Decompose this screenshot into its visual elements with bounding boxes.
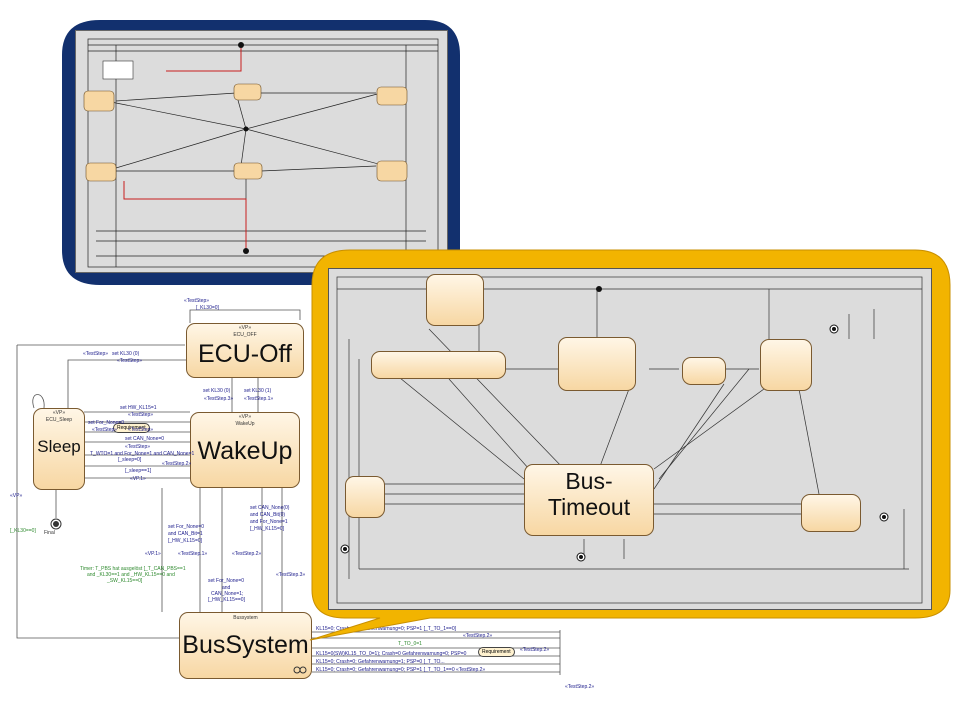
state-id: Bussystem [233,615,258,621]
transition-label: «TestStep» [117,358,143,364]
transition-label: [_sleep=0] [118,457,142,463]
state-label: WakeUp [197,437,293,465]
transition-label: [_KL30==0] [10,528,36,534]
detail-state[interactable] [558,337,636,391]
transition-label: «TestStep.2» [565,684,595,690]
final-label: Final [44,530,55,536]
state-ecu-off[interactable]: «VP» ECU_OFF ECU-Off [186,323,304,378]
transition-label: set KL30 (1) [244,388,272,394]
transition-label: and For_None=1 [250,519,288,525]
transition-label: «TestStep.2» [520,647,550,653]
state-bussystem[interactable]: Bussystem BusSystem [179,612,312,679]
state-id: ECU_OFF [233,332,257,338]
transition-label: set CAN_None(0) [250,505,290,511]
detail-state[interactable] [682,357,726,385]
state-bus-timeout[interactable]: Bus- Timeout [524,464,654,536]
state-wakeup[interactable]: «VP» WakeUp WakeUp [190,412,300,488]
transition-label: set KL30 (0) [112,351,140,357]
detail-state[interactable] [371,351,506,379]
transition-label: [_KL30=0] [196,305,219,311]
transition-label: and _KL30==1 and _HW_KL15==0 and [87,572,175,578]
transition-label: «TestStep.3» [276,572,306,578]
state-stereotype: «VP» [238,414,252,420]
state-label: ECU-Off [198,340,292,368]
transition-label: «TestStep.3» [204,396,234,402]
transition-label: «TestStep» [128,412,154,418]
mini-statechart [83,38,439,268]
transition-label: set For_None=0 [88,420,124,426]
state-stereotype: «VP» [52,410,66,416]
transition-label: set For_None=0 [168,524,204,530]
transition-label: set For_None=0 [208,578,244,584]
transition-label: _SW_KL15==0] [107,578,143,584]
transition-label: [_HW_KL15==0] [208,597,245,603]
transition-label: «TestStep» [83,351,109,357]
transition-label: «TestStep.2» [463,633,493,639]
transition-label: «VP.1» [145,551,161,557]
transition-label: set KL30 (0) [203,388,231,394]
transition-label: «TestStep.2» [162,461,192,467]
state-sleep[interactable]: «VP» ECU_Sleep Sleep [33,408,85,490]
transition-label: KL15=0; Crash=0; Gefahrenwarnung=0; PSP=… [316,626,457,632]
transition-label: set HW_KL15=1 [120,405,157,411]
transition-label: T_TO_0=1 [398,641,422,647]
transition-label: [_HW_KL15=0] [168,538,203,544]
transition-label: «TestStep» [92,427,118,433]
transition-label: «TestStep» [128,427,154,433]
top-callout-canvas [75,30,448,273]
bottom-callout-canvas: Bus- Timeout [328,268,932,610]
detail-state[interactable] [801,494,861,532]
state-id: WakeUp [235,421,255,427]
detail-state[interactable] [345,476,385,518]
transition-label: KL15=0(SW)KL15_TO_0=1); Crash=0 Gefahren… [316,651,467,657]
requirement-note: Requirement [478,647,515,657]
transition-label: «TestStep» [125,444,151,450]
state-label: Bus- Timeout [547,468,631,520]
transition-label: CAN_None=1; [211,591,244,597]
detail-state[interactable] [426,274,484,326]
transition-label: and CAN_Bit=1 [168,531,203,537]
requirement-note: Requirement [113,423,150,433]
transition-label: set CAN_None=0 [125,436,165,442]
transition-label: «TestStep» [184,298,210,304]
transition-label: [_sleep==1] [125,468,152,474]
detail-statechart-lines [336,276,923,604]
state-id: ECU_Sleep [45,417,73,423]
transition-label: «TestStep.2» [232,551,262,557]
state-label: BusSystem [182,631,309,659]
transition-label: and CAN_Bit(0) [250,512,286,518]
transition-label: «VP.1» [130,476,146,482]
detail-state[interactable] [760,339,812,391]
state-stereotype: «VP» [238,325,252,331]
transition-label: T_WTO=1 and For_None=1 and CAN_None=1 [90,451,195,457]
transition-label: and [222,585,231,591]
transition-label: «TestStep.1» [178,551,208,557]
transition-label: KL15=0; Crash=0; Gefahrenwarnung=1; PSP=… [316,659,445,665]
transition-label: «TestStep.1» [244,396,274,402]
submachine-icon [293,666,307,674]
state-label: Sleep [37,437,81,456]
transition-label: Timer: T_PBS hat ausgelöst [_T_CAN_PBS==… [80,566,186,572]
transition-label: «VP» [10,493,23,499]
transition-label: [_HW_KL15=0] [250,526,285,532]
transition-label: KL15=0; Crash=0; Gefahrenwarnung=0; PSP=… [316,667,486,673]
